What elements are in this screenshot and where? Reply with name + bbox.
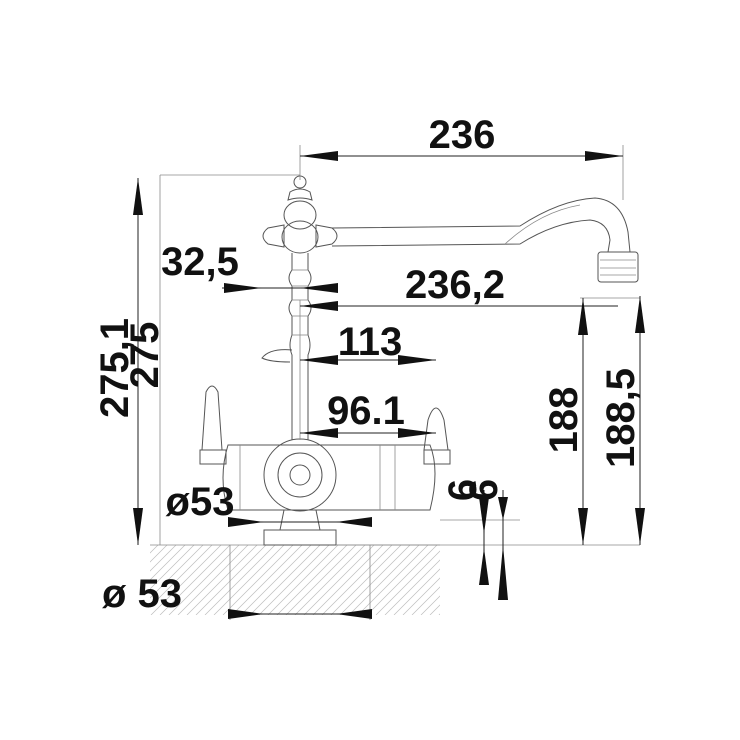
hatch-line xyxy=(321,545,393,615)
label-base-diameter-upper: ø53 xyxy=(166,480,235,524)
hatch-line xyxy=(249,545,321,615)
hatch-line xyxy=(339,545,411,615)
hatch-line xyxy=(484,545,554,615)
hatch-line xyxy=(168,545,240,615)
label-spout-reach: 236,2 xyxy=(405,263,505,307)
hatch-line xyxy=(150,545,177,572)
label-height-total-b: 275 xyxy=(123,322,167,389)
aerator xyxy=(597,251,639,283)
base-neck xyxy=(279,509,321,531)
hatch-line xyxy=(204,545,276,615)
hatch-line xyxy=(402,577,440,615)
spout-curve-detail xyxy=(504,204,581,245)
dimension-lines xyxy=(133,151,645,619)
hatch-line xyxy=(393,568,440,615)
hatch-line xyxy=(457,545,527,615)
hatch-line xyxy=(384,559,440,615)
hatch-line xyxy=(411,586,440,615)
hatch-line xyxy=(529,545,599,615)
label-center-to-lever: 113 xyxy=(338,320,403,364)
spout-arm xyxy=(331,197,631,253)
hatch-line xyxy=(186,545,258,615)
upper-body xyxy=(281,220,319,254)
hatch-line xyxy=(159,545,231,615)
hatch-line xyxy=(213,545,285,615)
hatch-line xyxy=(150,545,222,615)
side-lever xyxy=(261,349,293,363)
hatch-line xyxy=(502,545,572,615)
hatch-line xyxy=(520,545,590,615)
hatch-line xyxy=(240,545,312,615)
label-base-step-a: 6 xyxy=(441,479,485,501)
hatch-line xyxy=(231,545,303,615)
hatch-line xyxy=(330,545,402,615)
countertop-hatch xyxy=(150,545,599,615)
hatch-line xyxy=(267,545,339,615)
label-base-step-b: 6 xyxy=(462,479,506,501)
hatch-line xyxy=(294,545,366,615)
center-medallion-outer xyxy=(263,438,337,512)
extension-lines xyxy=(159,145,640,620)
center-medallion-inner xyxy=(289,464,311,486)
label-spout-height-b: 188,5 xyxy=(599,368,643,468)
right-lever-handle xyxy=(423,407,449,451)
hatch-line xyxy=(150,545,195,590)
hatch-line xyxy=(150,545,213,608)
hatch-line xyxy=(150,545,186,581)
hatch-line xyxy=(348,545,420,615)
hatch-line xyxy=(285,545,357,615)
hatch-line xyxy=(357,545,429,615)
hatch-line xyxy=(222,545,294,615)
hatch-line xyxy=(258,545,330,615)
hatch-line xyxy=(375,550,440,615)
left-knob xyxy=(262,224,285,248)
hatch-line xyxy=(303,545,375,615)
horizontal-body xyxy=(222,444,436,511)
hatch-line xyxy=(150,545,168,563)
base-plate xyxy=(263,529,337,546)
finial-collar xyxy=(287,188,313,201)
label-overall-reach: 236 xyxy=(429,113,496,157)
stem xyxy=(288,253,312,440)
label-center-to-body: 96.1 xyxy=(327,389,405,433)
label-height-total-a: 275,1 xyxy=(93,318,137,418)
hatch-line xyxy=(429,604,440,615)
label-base-diameter-lower: ø 53 xyxy=(102,572,182,616)
left-lever-handle xyxy=(201,385,223,451)
hatch-line xyxy=(420,595,440,615)
hatch-line xyxy=(177,545,249,615)
hatch-line xyxy=(195,545,267,615)
dome-top xyxy=(283,200,317,230)
center-medallion-mid xyxy=(277,452,323,498)
label-spout-height-a: 188 xyxy=(542,387,586,454)
hatch-line xyxy=(366,545,438,615)
label-handle-offset: 32,5 xyxy=(161,240,239,284)
hatch-line xyxy=(438,613,440,615)
hatch-line xyxy=(312,545,384,615)
hatch-line xyxy=(150,545,204,599)
hatch-line xyxy=(276,545,348,615)
dimension-labels: 236 32,5 236,2 113 96.1 ø53 ø 53 275,1 2… xyxy=(93,113,643,616)
hatch-line xyxy=(511,545,581,615)
